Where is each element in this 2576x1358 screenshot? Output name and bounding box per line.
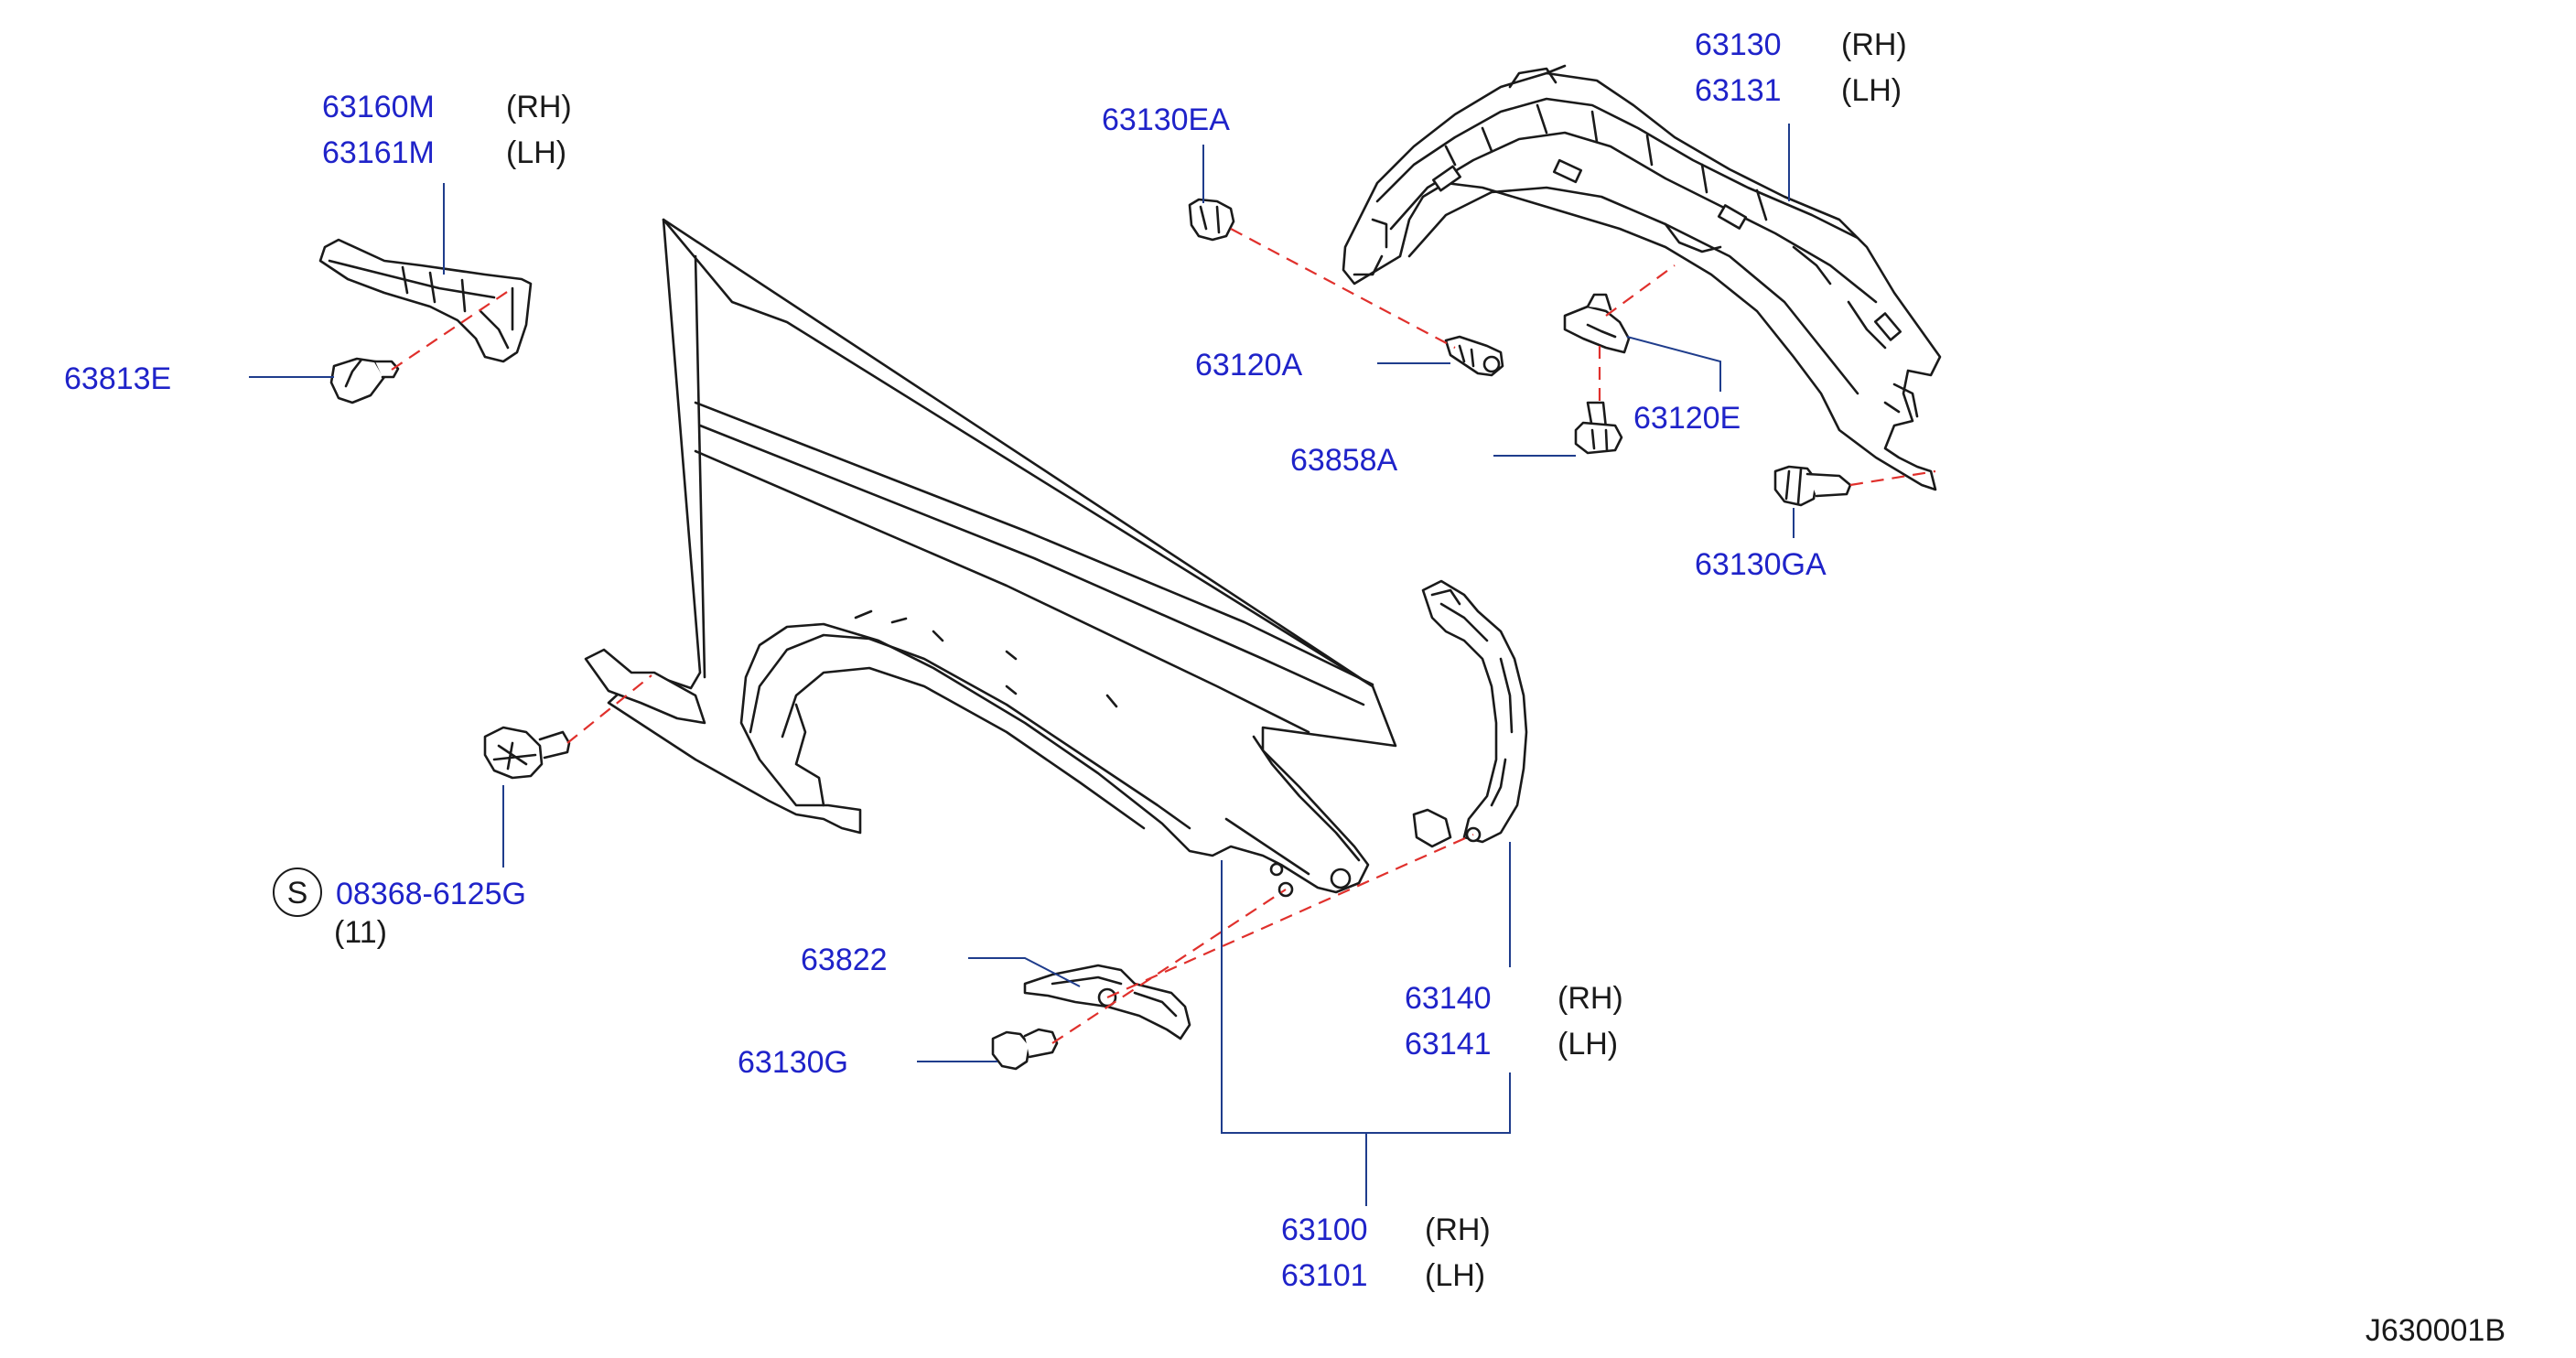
side-label-lh: (LH) (506, 135, 566, 170)
side-label-rh: (RH) (506, 90, 572, 124)
part-label-63161m: 63161M (322, 135, 435, 170)
clip-63813e (329, 357, 400, 404)
part-label-63130ga: 63130GA (1695, 547, 1827, 582)
diagram-code: J630001B (2366, 1313, 2506, 1348)
part-label-63130: 63130 (1695, 27, 1782, 62)
screw-63120a (1444, 335, 1504, 377)
front-fender-panel (607, 218, 1397, 898)
part-label-63131: 63131 (1695, 73, 1782, 108)
fender-protector-liner (1342, 64, 1942, 491)
clip-63130g (991, 1028, 1059, 1071)
part-label-63141: 63141 (1405, 1027, 1492, 1062)
clip-63130ga (1773, 465, 1852, 507)
mud-guard-63822 (1023, 964, 1191, 1040)
part-label-63130g: 63130G (738, 1045, 848, 1080)
part-label-63140: 63140 (1405, 981, 1492, 1016)
leader-lines (249, 124, 1795, 1206)
s-symbol-circle (273, 868, 322, 917)
bolt-63858a (1574, 401, 1623, 455)
installation-lines (391, 228, 1936, 1044)
s-symbol-letter: S (287, 876, 308, 911)
part-label-63130ea: 63130EA (1102, 102, 1230, 137)
side-label-rh: (RH) (1557, 981, 1623, 1016)
fender-bracket-63140 (1412, 579, 1528, 848)
part-label-63120a: 63120A (1195, 348, 1303, 383)
side-label-lh: (LH) (1425, 1258, 1485, 1293)
part-label-63858a: 63858A (1290, 443, 1398, 478)
side-label-rh: (RH) (1841, 27, 1907, 62)
quantity-label: (11) (334, 915, 387, 950)
part-label-63822: 63822 (801, 943, 888, 977)
fender-bracket-63160m (318, 238, 533, 363)
clip-63130ea (1188, 198, 1235, 242)
part-label-63120e: 63120E (1633, 401, 1741, 436)
bolt-08368-6125g (483, 726, 571, 780)
side-label-rh: (RH) (1425, 1212, 1491, 1247)
part-label-63101: 63101 (1281, 1258, 1368, 1293)
part-label-08368-6125g: 08368-6125G (336, 877, 526, 911)
side-label-lh: (LH) (1557, 1027, 1618, 1062)
part-label-63160m: 63160M (322, 90, 435, 124)
side-label-lh: (LH) (1841, 73, 1902, 108)
part-label-63100: 63100 (1281, 1212, 1368, 1247)
clip-nut-63120e (1563, 293, 1631, 354)
part-label-63813e: 63813E (64, 361, 171, 396)
